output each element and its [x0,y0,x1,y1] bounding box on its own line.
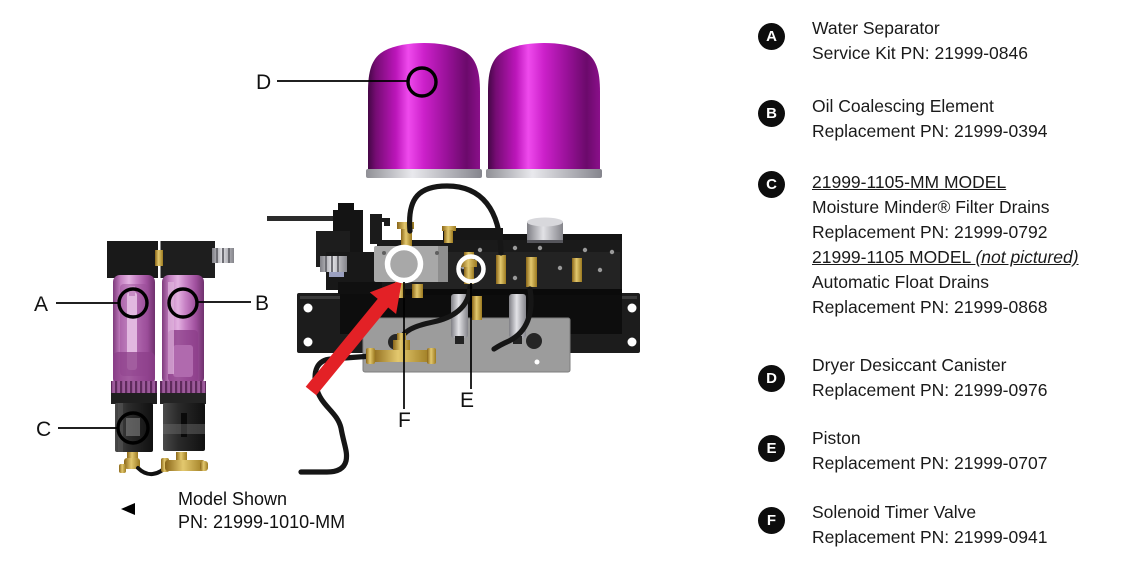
knurled-connector [320,256,347,272]
callout-circle-a [117,287,149,319]
collar-left [111,393,157,404]
left-triangle-icon [121,503,135,515]
desiccant-canister-left [366,43,482,178]
equipment-diagram: D A B C F E Model Shown PN: 21999-1010-M… [34,43,640,532]
part-name: Moisture Minder® Filter Drains [812,197,1050,217]
knurled-ring-right [160,381,206,394]
leader-lines [56,80,472,429]
collar-right [160,393,206,404]
part-number: Replacement PN: 21999-0394 [812,121,1048,141]
callout-circle-d [406,66,438,98]
legend-badge-d: D [758,365,785,392]
filter-drain-right [163,403,205,451]
knurled-ring-left [111,381,157,394]
part-name: Dryer Desiccant Canister [812,355,1007,375]
callout-circle-f [384,244,424,284]
part-number: Service Kit PN: 21999-0846 [812,43,1028,63]
part-number: Replacement PN: 21999-0792 [812,222,1048,242]
legend-item-b: B Oil Coalescing Element Replacement PN:… [740,94,1137,144]
brass-tee-fitting [366,333,436,364]
callout-label-d: D [256,71,271,94]
air-hoses [298,183,534,475]
callout-label-a: A [34,293,48,316]
silver-cap-cylinder [527,217,563,243]
part-number: Replacement PN: 21999-0976 [812,380,1048,400]
model-heading: 21999-1105-MM MODEL [812,172,1007,192]
legend-item-f: F Solenoid Timer Valve Replacement PN: 2… [740,500,1137,550]
model-shown-line1: Model Shown [178,489,287,509]
filter-head-right [160,241,215,278]
supply-hose [298,353,375,475]
callout-label-f: F [398,409,411,432]
callout-label-c: C [36,418,51,441]
part-name: Water Separator [812,18,940,38]
filter-assembly [107,241,234,476]
solenoid-valve-cluster [267,203,396,294]
legend-badge-a: A [758,23,785,50]
part-name: Automatic Float Drains [812,272,990,292]
water-separator-bowl [113,275,155,385]
filter-head-left [107,241,159,278]
legend-item-c: C 21999-1105-MM MODEL Moisture Minder® F… [740,170,1137,320]
callout-circle-c [116,411,150,445]
arch-hose [406,183,504,256]
piston-fitting [464,252,474,284]
part-name: Piston [812,428,861,448]
part-number: Replacement PN: 21999-0707 [812,453,1048,473]
part-name: Solenoid Timer Valve [812,502,977,522]
parts-legend: A Water Separator Service Kit PN: 21999-… [740,0,1137,569]
legend-item-d: D Dryer Desiccant Canister Replacement P… [740,353,1137,403]
callout-label-b: B [255,292,269,315]
oil-coalescing-bowl [162,275,204,385]
legend-badge-e: E [758,435,785,462]
brass-port [155,250,163,266]
part-number: Replacement PN: 21999-0941 [812,527,1048,547]
part-name: Oil Coalescing Element [812,96,994,116]
right-hose [491,286,534,352]
model-shown-line2: PN: 21999-1010-MM [178,512,345,532]
legend-badge-b: B [758,100,785,127]
manifold-assembly [267,183,640,475]
part-number: Replacement PN: 21999-0868 [812,297,1048,317]
legend-badge-f: F [758,507,785,534]
callout-circle-b [167,287,199,319]
legend-item-e: E Piston Replacement PN: 21999-0707 [740,426,1137,476]
model-heading: 21999-1105 MODEL (not pictured) [812,247,1079,267]
callout-circle-e [456,254,486,284]
callout-label-e: E [460,389,474,412]
red-arrow [305,280,402,396]
legend-item-a: A Water Separator Service Kit PN: 21999-… [740,16,1137,66]
legend-badge-c: C [758,171,785,198]
desiccant-canister-right [486,43,602,178]
drain-fittings [119,452,208,476]
valve-rod [267,216,339,221]
